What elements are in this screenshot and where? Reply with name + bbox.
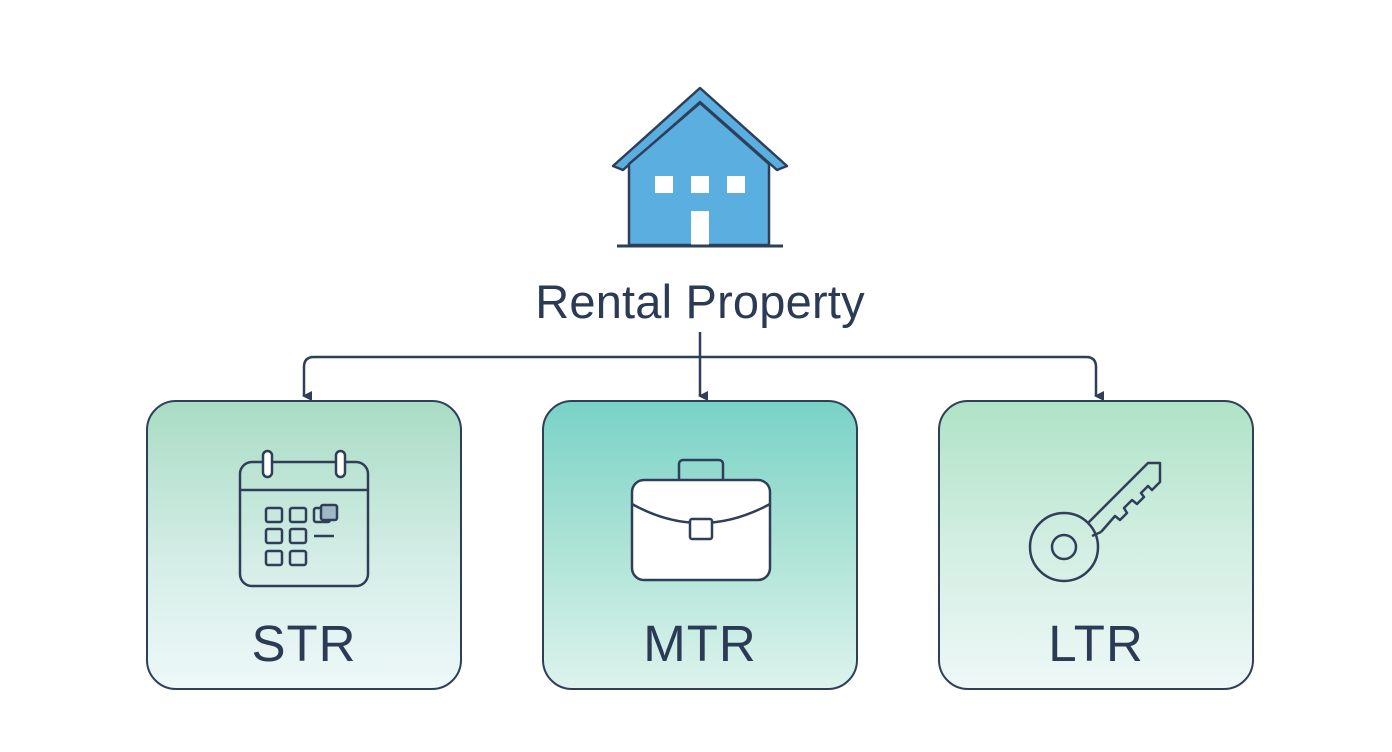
connector-branch-right bbox=[700, 355, 1104, 401]
calendar-icon bbox=[148, 442, 460, 597]
category-card-mtr: MTR bbox=[542, 400, 858, 690]
root-title: Rental Property bbox=[535, 275, 865, 328]
key-icon bbox=[940, 442, 1252, 597]
category-card-str: STR bbox=[146, 400, 462, 690]
briefcase-icon bbox=[544, 442, 856, 597]
house-icon bbox=[605, 84, 791, 257]
category-card-ltr: LTR bbox=[938, 400, 1254, 690]
category-label-ltr: LTR bbox=[1048, 615, 1144, 672]
category-label-str: STR bbox=[251, 615, 357, 672]
connector-branch-left bbox=[302, 355, 700, 401]
category-label-mtr: MTR bbox=[643, 615, 757, 672]
